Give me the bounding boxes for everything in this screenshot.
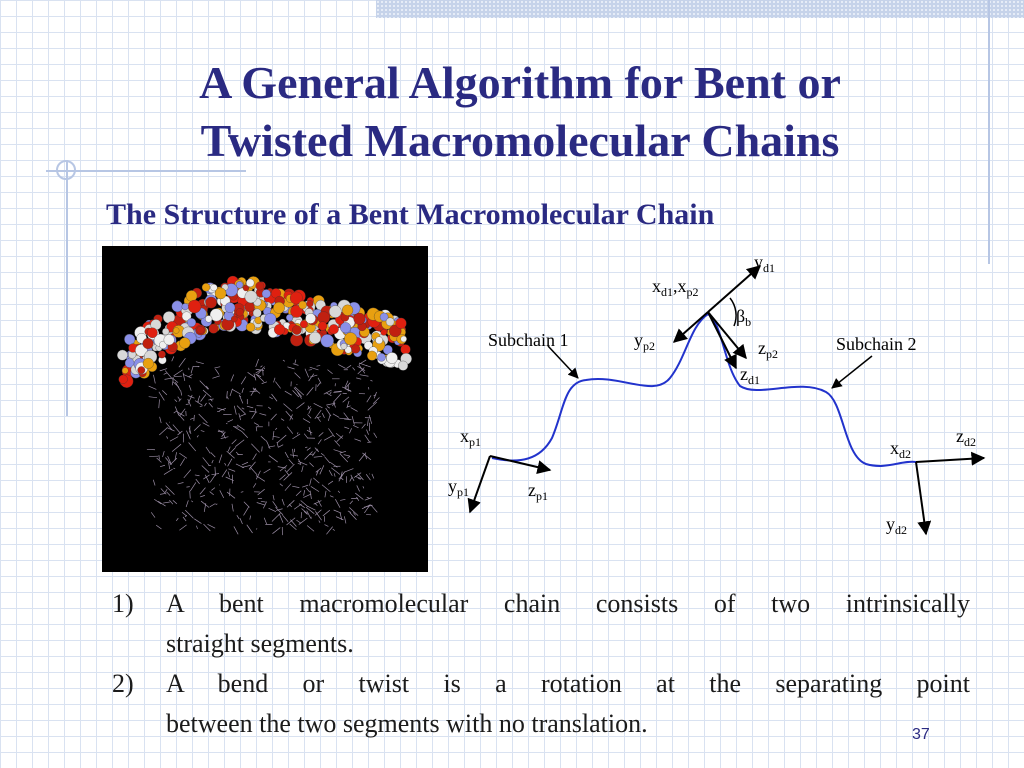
list-item-line: between the two segments with no transla… [166,709,648,738]
slide-subtitle: The Structure of a Bent Macromolecular C… [106,198,715,231]
page-number: 37 [912,726,930,743]
bent-chain-diagram: Subchain 1 Subchain 2 xd1,xp2 yd1 βb yp2… [448,252,986,537]
list-item-line: A bent macromolecular chain consists of … [166,589,970,618]
molecule-image [102,246,428,572]
axis-yp2 [672,311,709,343]
axis-zd2 [915,451,986,466]
decor-hline-left [46,170,246,172]
axis-zp2 [707,311,747,360]
list-item: 2) A bend or twist is a rotation at the … [112,664,970,744]
list-item-line: A bend or twist is a rotation at the sep… [166,669,970,698]
label-xd1-xp2: xd1,xp2 [652,276,699,299]
label-xp1: xp1 [460,426,481,449]
axis-yd2 [915,461,932,536]
label-subchain2: Subchain 2 [836,334,917,354]
decor-vline-right [988,0,990,264]
pointer-subchain1 [547,345,579,379]
axis-yp1 [467,455,491,514]
bullet-list: 1) A bent macromolecular chain consists … [112,584,970,744]
label-yd1: yd1 [754,252,775,275]
decor-vline-left [66,160,68,416]
label-yp1: yp1 [448,476,469,499]
label-subchain1: Subchain 1 [488,330,569,350]
list-number: 1) [112,589,134,618]
pointer-subchain2 [831,355,873,389]
label-xd2: xd2 [890,438,911,461]
list-item: 1) A bent macromolecular chain consists … [112,584,970,664]
slide-title: A General Algorithm for Bent or Twisted … [120,54,920,170]
list-number: 2) [112,669,134,698]
decor-circle [56,160,76,180]
axis-yd1 [707,265,762,313]
list-item-line: straight segments. [166,629,354,658]
axis-zp1 [489,455,552,474]
title-line-2: Twisted Macromolecular Chains [200,115,840,166]
header-decoration-band [376,0,1024,18]
label-yd2: yd2 [886,514,907,537]
label-zp2: zp2 [758,338,778,361]
label-zp1: zp1 [528,480,548,503]
label-zd1: zd1 [740,364,760,387]
axis-zd1 [707,311,737,370]
beta-arc [729,297,737,327]
label-yp2: yp2 [634,330,655,353]
label-zd2: zd2 [956,426,976,449]
label-beta-b: βb [736,306,751,329]
title-line-1: A General Algorithm for Bent or [199,57,841,108]
